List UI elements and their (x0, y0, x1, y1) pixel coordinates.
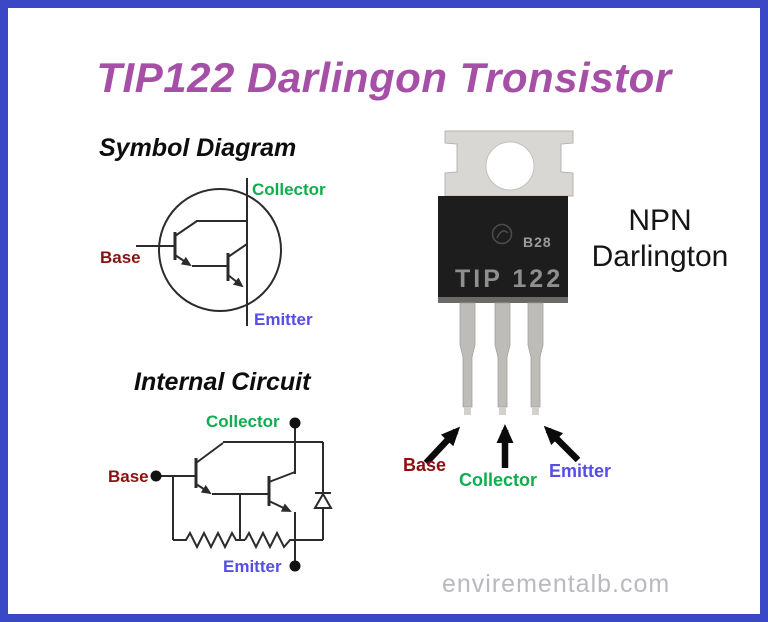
emitter-pin-label: Emitter (549, 461, 612, 481)
package-type-line2: Darlington (591, 240, 729, 273)
manufacturer-logo-icon (491, 223, 513, 245)
q2-collector (227, 243, 248, 258)
pin-arrows (423, 424, 581, 468)
symbol-base-label: Base (100, 248, 141, 267)
package-leg-base (459, 302, 476, 408)
leg-tip-collector (499, 407, 506, 415)
resistor-2 (244, 530, 295, 550)
q1-collector (195, 442, 224, 464)
base-node-dot (150, 470, 162, 482)
package-body (438, 196, 568, 303)
q2-collector (268, 471, 296, 483)
package-type-line1: NPN (628, 204, 692, 237)
internal-circuit-heading: Internal Circuit (134, 368, 311, 396)
base-pin-label: Base (403, 455, 447, 475)
watermark: envirementalb.com (442, 570, 671, 598)
q1-emitter (195, 483, 212, 495)
resistor-1 (173, 530, 245, 550)
collector-node-dot (289, 417, 301, 429)
collector-pin-label: Collector (459, 470, 538, 490)
package-leg-emitter (527, 302, 544, 408)
package-type-text: NPN Darlington (580, 203, 740, 275)
diode-triangle (313, 491, 333, 509)
symbol-emitter-label: Emitter (254, 310, 313, 329)
symbol-diagram-heading: Symbol Diagram (99, 134, 297, 162)
package-leg-collector (494, 302, 511, 408)
q1-collector (174, 220, 198, 237)
package-marking-part: TIP 122 (455, 265, 563, 293)
internal-collector-label: Collector (206, 412, 280, 431)
q2-emitter (227, 274, 244, 288)
page-title: TIP122 Darlingon Tronsistor (96, 54, 672, 101)
internal-base-label: Base (108, 467, 149, 486)
internal-circuit: Collector Base Emitter (108, 412, 333, 576)
emitter-node-dot (289, 560, 301, 572)
leg-tip-base (464, 407, 471, 415)
symbol-collector-label: Collector (252, 180, 326, 199)
leg-tip-emitter (532, 407, 539, 415)
manufacturer-logo-mark (496, 230, 509, 239)
mounting-hole (485, 141, 535, 191)
package-marking-code: B28 (523, 234, 552, 250)
symbol-diagram: Collector Base Emitter (100, 178, 326, 329)
transistor-symbol-circle (158, 188, 282, 312)
q2-emitter (268, 500, 292, 512)
internal-emitter-label: Emitter (223, 557, 282, 576)
transistor-package-image: B28 TIP 122 (438, 130, 574, 415)
q1-emitter (174, 254, 192, 267)
base-pin-arrow (423, 426, 461, 466)
package-body-bottom-edge (438, 297, 568, 303)
emitter-pin-arrow (543, 425, 581, 463)
